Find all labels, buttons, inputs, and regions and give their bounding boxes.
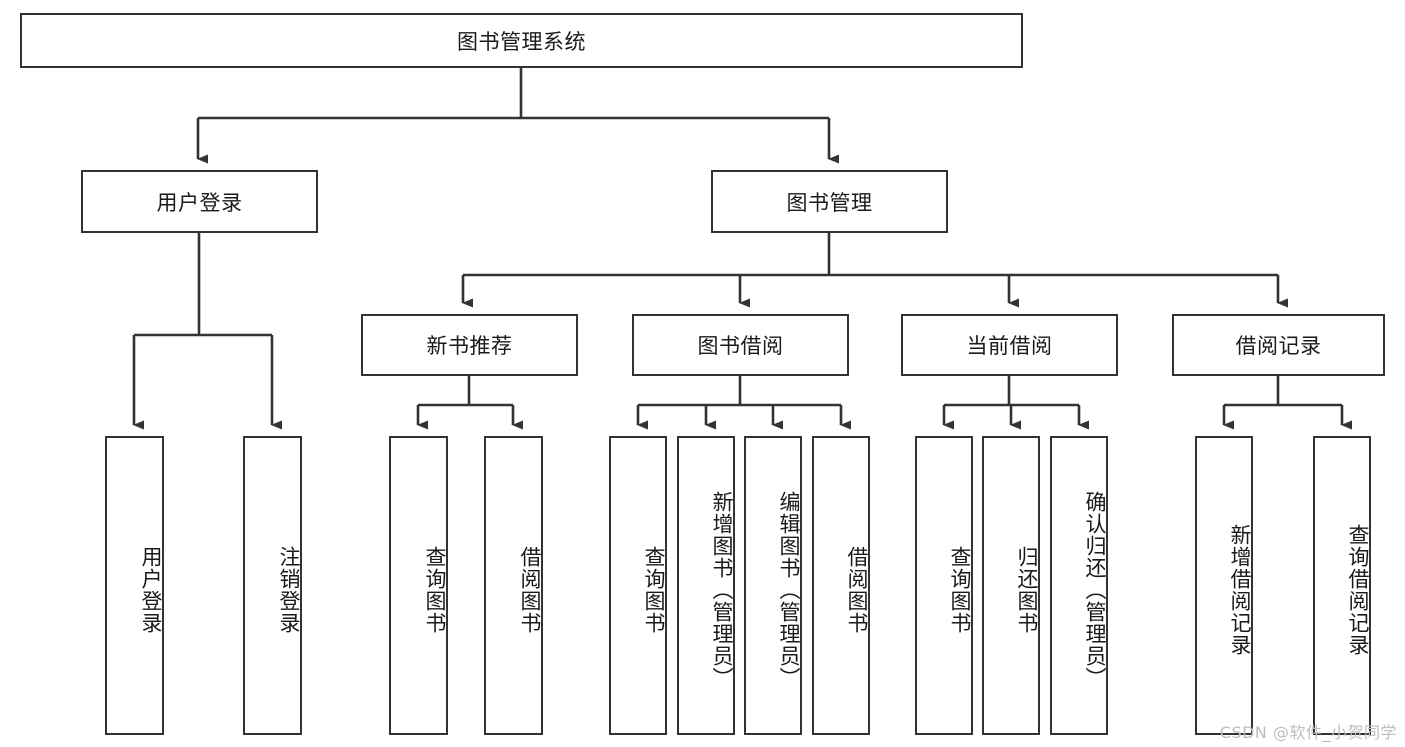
node-root[interactable]: 图书管理系统 [20, 13, 1023, 68]
leaf-borrow-book[interactable]: 借阅图书 [812, 436, 870, 735]
node-book-management-label: 图书管理 [786, 190, 873, 215]
leaf-recommend-borrow-book[interactable]: 借阅图书 [484, 436, 543, 735]
node-book-management[interactable]: 图书管理 [711, 170, 948, 233]
leaf-add-book-admin-label: 新增图书（管理员） [710, 490, 734, 689]
node-new-book-recommend-label: 新书推荐 [426, 334, 513, 358]
leaf-borrow-book-label: 借阅图书 [845, 545, 869, 634]
node-borrow-record-label: 借阅记录 [1235, 334, 1322, 358]
leaf-current-query-book[interactable]: 查询图书 [915, 436, 973, 735]
node-book-borrow[interactable]: 图书借阅 [632, 314, 849, 376]
leaf-return-book[interactable]: 归还图书 [982, 436, 1040, 735]
node-current-borrow-label: 当前借阅 [966, 334, 1053, 358]
leaf-user-login[interactable]: 用户登录 [105, 436, 164, 735]
leaf-confirm-return-admin[interactable]: 确认归还（管理员） [1050, 436, 1108, 735]
leaf-return-book-label: 归还图书 [1015, 545, 1039, 634]
leaf-recommend-borrow-book-label: 借阅图书 [518, 545, 542, 634]
node-root-label: 图书管理系统 [457, 29, 586, 54]
leaf-user-login-label: 用户登录 [139, 545, 163, 634]
leaf-confirm-return-admin-label: 确认归还（管理员） [1083, 490, 1107, 689]
leaf-borrow-query-book-label: 查询图书 [642, 545, 666, 634]
node-user-login[interactable]: 用户登录 [81, 170, 318, 233]
leaf-add-book-admin[interactable]: 新增图书（管理员） [677, 436, 735, 735]
leaf-logout-label: 注销登录 [277, 545, 301, 634]
leaf-recommend-query-book[interactable]: 查询图书 [389, 436, 448, 735]
watermark-text: CSDN @软件_小贺同学 [1219, 723, 1397, 742]
leaf-borrow-query-book[interactable]: 查询图书 [609, 436, 667, 735]
leaf-logout[interactable]: 注销登录 [243, 436, 302, 735]
leaf-edit-book-admin-label: 编辑图书（管理员） [777, 490, 801, 689]
leaf-query-borrow-record[interactable]: 查询借阅记录 [1313, 436, 1371, 735]
leaf-add-borrow-record[interactable]: 新增借阅记录 [1195, 436, 1253, 735]
node-current-borrow[interactable]: 当前借阅 [901, 314, 1118, 376]
leaf-edit-book-admin[interactable]: 编辑图书（管理员） [744, 436, 802, 735]
node-book-borrow-label: 图书借阅 [697, 334, 784, 358]
node-user-login-label: 用户登录 [156, 190, 243, 215]
leaf-recommend-query-book-label: 查询图书 [423, 545, 447, 634]
leaf-query-borrow-record-label: 查询借阅记录 [1346, 523, 1370, 656]
leaf-add-borrow-record-label: 新增借阅记录 [1228, 523, 1252, 656]
node-new-book-recommend[interactable]: 新书推荐 [361, 314, 578, 376]
node-borrow-record[interactable]: 借阅记录 [1172, 314, 1385, 376]
leaf-current-query-book-label: 查询图书 [948, 545, 972, 634]
